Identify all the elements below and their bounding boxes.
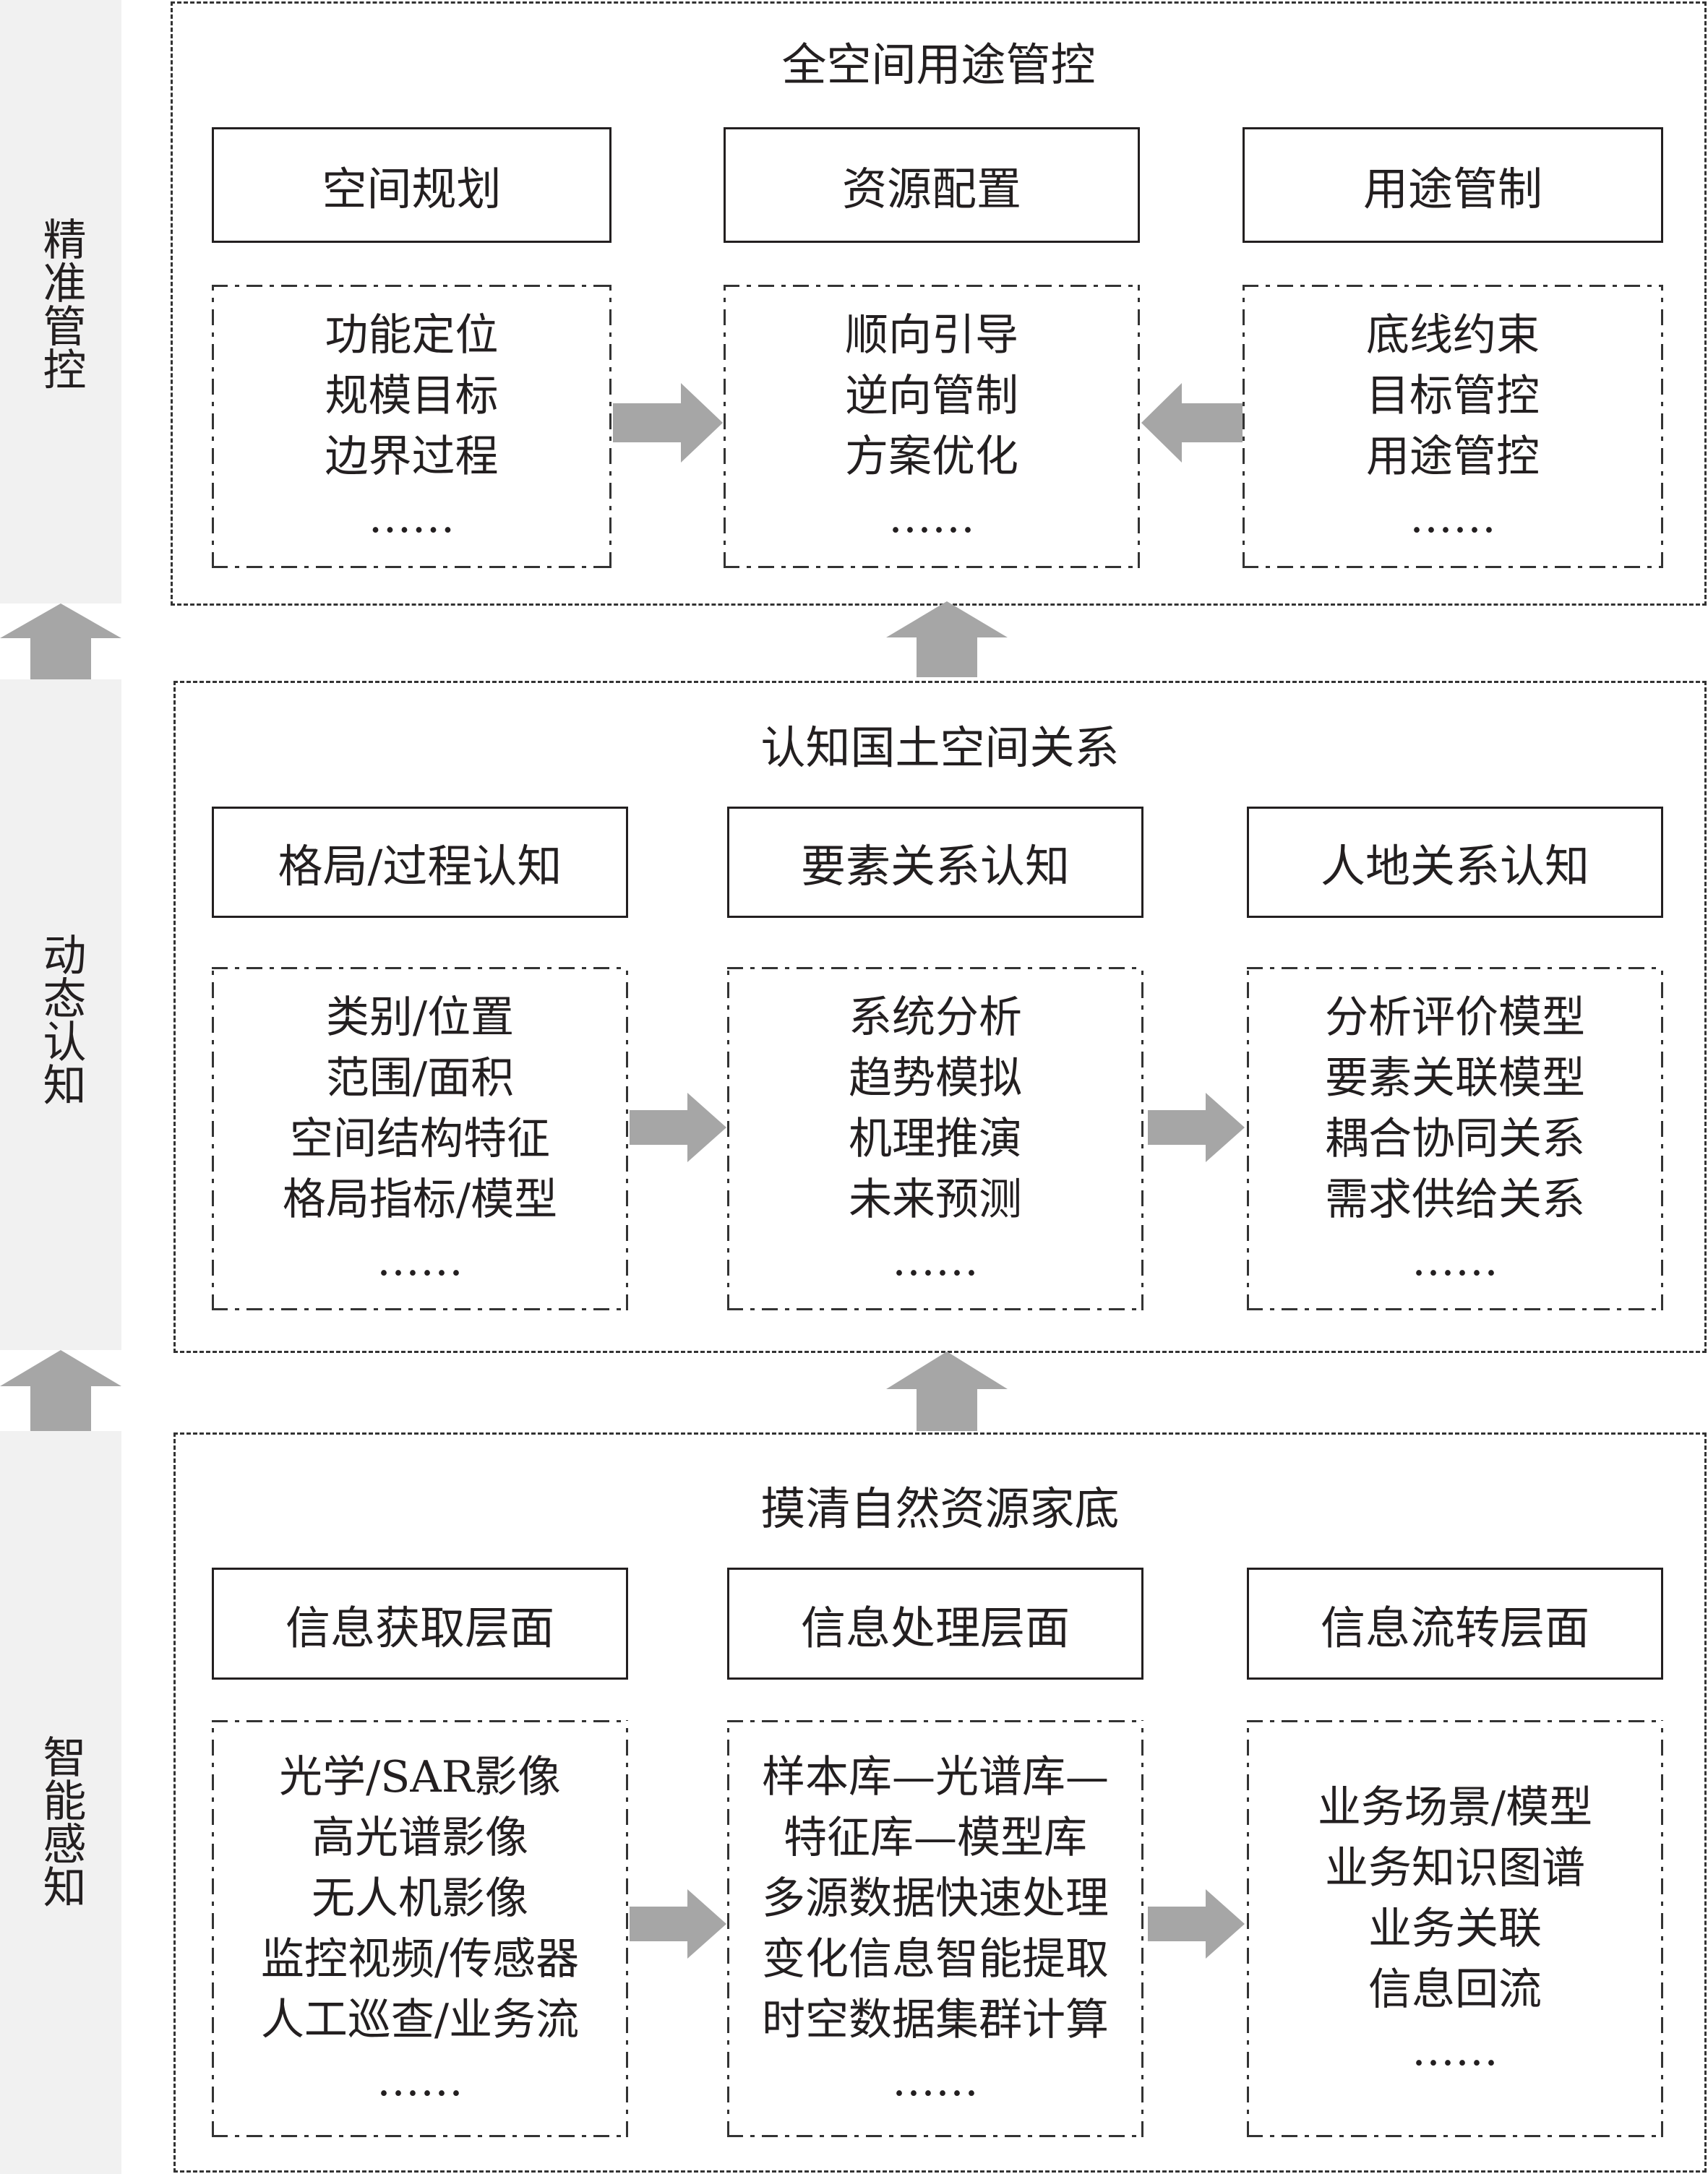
side-label-char: 动: [35, 932, 86, 976]
head-box-pattern-process-cognition: 格局/过程认知: [212, 807, 628, 918]
detail-line: 用途管控: [1366, 431, 1540, 482]
head-box-element-relation-cognition: 要素关系认知: [727, 807, 1143, 918]
side-label-char: 准: [35, 260, 86, 304]
right-arrow-acquisition-to-processing: [630, 1889, 726, 1959]
side-band-precise-control: [0, 0, 121, 603]
detail-line: 类别/位置: [325, 992, 515, 1043]
section-full-space-use-control: 全空间用途管控: [171, 1, 1707, 606]
section-title: 认知国土空间关系: [760, 721, 1120, 774]
detail-line: 方案优化: [845, 431, 1018, 482]
section-title: 全空间用途管控: [781, 38, 1096, 91]
right-arrow-planning-to-allocation: [613, 383, 723, 463]
detail-line: 未来预测: [849, 1174, 1022, 1225]
detail-line: 机理推演: [849, 1113, 1022, 1164]
detail-line: 样本库—光谱库—: [762, 1751, 1109, 1803]
detail-line: 格局指标/模型: [282, 1174, 558, 1225]
detail-line: 趋势模拟: [849, 1052, 1022, 1104]
side-label-char: 知: [35, 1865, 86, 1908]
detail-line: 变化信息智能提取: [762, 1933, 1109, 1985]
side-band-dynamic-cognition: [0, 679, 121, 1350]
detail-line: 功能定位: [325, 310, 499, 361]
detail-line: 顺向引导: [845, 310, 1018, 361]
detail-box-information-processing: 样本库—光谱库— 特征库—模型库 多源数据快速处理 变化信息智能提取 时空数据集…: [727, 1720, 1143, 2137]
side-label-char: 精: [35, 217, 86, 260]
right-arrow-element-to-human-land: [1148, 1093, 1245, 1162]
detail-line: 范围/面积: [325, 1052, 515, 1104]
detail-line: 系统分析: [849, 992, 1022, 1043]
detail-line: 要素关联模型: [1325, 1052, 1585, 1104]
detail-line: 业务知识图谱: [1325, 1842, 1585, 1894]
head-box-information-acquisition: 信息获取层面: [212, 1568, 628, 1680]
detail-line: 多源数据快速处理: [762, 1873, 1109, 1924]
detail-line: ……: [1412, 1234, 1498, 1286]
center-up-arrow-lower: [886, 1352, 1008, 1431]
detail-line: 特征库—模型库: [784, 1812, 1087, 1863]
detail-line: 高光谱影像: [312, 1812, 528, 1863]
detail-line: 时空数据集群计算: [762, 1994, 1109, 2045]
detail-line: 底线约束: [1366, 310, 1540, 361]
side-label-dynamic-cognition: 动 态 认 知: [0, 893, 121, 1146]
left-arrow-regulation-to-allocation: [1141, 383, 1243, 463]
side-label-char: 态: [35, 976, 86, 1019]
head-box-information-circulation: 信息流转层面: [1247, 1568, 1663, 1680]
head-box-resource-allocation: 资源配置: [724, 127, 1140, 243]
detail-line: 耦合协同关系: [1325, 1113, 1585, 1164]
head-box-information-processing: 信息处理层面: [727, 1568, 1143, 1680]
side-label-char: 知: [35, 1062, 86, 1106]
detail-line: 逆向管制: [845, 371, 1018, 421]
detail-box-element-relation: 系统分析 趋势模拟 机理推演 未来预测 ……: [727, 967, 1143, 1310]
detail-line: ……: [1409, 492, 1496, 543]
detail-line: ……: [888, 492, 975, 543]
detail-line: 边界过程: [325, 431, 499, 482]
detail-line: 规模目标: [325, 371, 499, 421]
detail-line: 光学/SAR影像: [279, 1751, 561, 1803]
detail-box-information-acquisition: 光学/SAR影像 高光谱影像 无人机影像 监控视频/传感器 人工巡查/业务流 ……: [212, 1720, 628, 2137]
detail-box-spatial-planning: 功能定位 规模目标 边界过程 ……: [212, 285, 611, 568]
detail-line: 监控视频/传感器: [260, 1933, 580, 1985]
head-box-human-land-relation-cognition: 人地关系认知: [1247, 807, 1663, 918]
detail-line: 业务关联: [1368, 1903, 1542, 1954]
side-up-arrow-lower: [0, 1350, 121, 1431]
detail-line: 人工巡查/业务流: [260, 1994, 580, 2045]
detail-line: 分析评价模型: [1325, 992, 1585, 1043]
side-label-char: 感: [35, 1821, 86, 1865]
detail-line: 无人机影像: [312, 1873, 528, 1924]
side-label-precise-control: 精 准 管 控: [0, 177, 121, 430]
head-box-spatial-planning: 空间规划: [212, 127, 611, 243]
side-label-char: 智: [35, 1735, 86, 1778]
section-natural-resources-inventory: 摸清自然资源家底: [173, 1432, 1707, 2173]
section-spatial-relationship-cognition: 认知国土空间关系: [173, 681, 1707, 1353]
right-arrow-pattern-to-element: [630, 1093, 726, 1162]
detail-line: ……: [377, 1234, 463, 1286]
detail-line: 空间结构特征: [290, 1113, 550, 1164]
detail-box-information-circulation: 业务场景/模型 业务知识图谱 业务关联 信息回流 ……: [1247, 1720, 1663, 2137]
detail-line: 信息回流: [1368, 1964, 1542, 2015]
detail-box-human-land-relation: 分析评价模型 要素关联模型 耦合协同关系 需求供给关系 ……: [1247, 967, 1663, 1310]
detail-line: ……: [892, 2055, 979, 2106]
detail-box-use-regulation: 底线约束 目标管控 用途管控 ……: [1243, 285, 1663, 568]
detail-line: 需求供给关系: [1325, 1174, 1585, 1225]
detail-line: ……: [377, 2055, 463, 2106]
section-title: 摸清自然资源家底: [760, 1482, 1120, 1535]
side-label-char: 能: [35, 1778, 86, 1821]
side-label-char: 管: [35, 304, 86, 347]
detail-line: ……: [1412, 2024, 1498, 2076]
side-label-smart-perception: 智 能 感 知: [0, 1695, 121, 1948]
side-label-char: 认: [35, 1019, 86, 1062]
side-band-smart-perception: [0, 1431, 121, 2174]
detail-box-resource-allocation: 顺向引导 逆向管制 方案优化 ……: [724, 285, 1140, 568]
head-box-use-regulation: 用途管制: [1243, 127, 1663, 243]
detail-box-pattern-process: 类别/位置 范围/面积 空间结构特征 格局指标/模型 ……: [212, 967, 628, 1310]
side-label-char: 控: [35, 347, 86, 390]
detail-line: ……: [892, 1234, 979, 1286]
detail-line: 业务场景/模型: [1317, 1782, 1593, 1833]
right-arrow-processing-to-circulation: [1148, 1889, 1245, 1959]
detail-line: 目标管控: [1366, 371, 1540, 421]
center-up-arrow-upper: [886, 601, 1008, 677]
side-up-arrow-upper: [0, 603, 121, 679]
detail-line: ……: [368, 492, 455, 543]
